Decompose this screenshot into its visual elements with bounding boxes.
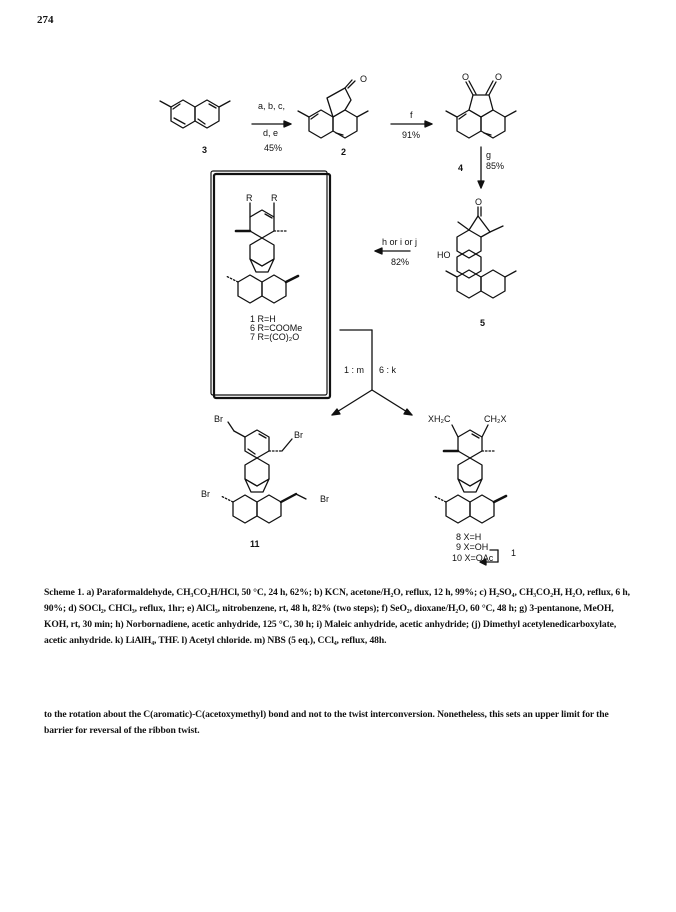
atom-br-2: Br bbox=[294, 430, 303, 440]
scheme-drawing bbox=[159, 79, 517, 566]
yield-step4: 82% bbox=[391, 257, 410, 267]
legend-box-frame bbox=[210, 170, 328, 396]
legend-box-line-3: 7 R=(CO)₂O bbox=[250, 332, 300, 342]
atom-o-4a: O bbox=[462, 72, 470, 82]
atom-br-3: Br bbox=[201, 489, 210, 499]
branch-label-left: 1 : m bbox=[344, 365, 365, 375]
caption-text: a) Paraformaldehyde, CH₃CO₂H/HCl, 50 °C,… bbox=[44, 587, 630, 646]
yield-step3: 85% bbox=[486, 161, 505, 171]
reagents-step1-bottom: d, e bbox=[263, 128, 279, 138]
bracket-arrow bbox=[479, 549, 499, 566]
page-number: 274 bbox=[37, 14, 54, 26]
structure-11 bbox=[220, 421, 307, 524]
branch-label-right: 6 : k bbox=[379, 365, 397, 375]
atom-ch2x: CH₂X bbox=[484, 414, 507, 424]
compound-label-2: 2 bbox=[341, 147, 347, 157]
arrow-step3 bbox=[477, 146, 485, 189]
reagents-step1-top: a, b, c, bbox=[258, 101, 286, 111]
scheme-caption: Scheme 1. a) Paraformaldehyde, CH₃CO₂H/H… bbox=[44, 585, 634, 649]
compound-label-3: 3 bbox=[202, 145, 208, 155]
atom-br-4: Br bbox=[320, 494, 329, 504]
atom-o-2: O bbox=[360, 74, 368, 84]
arrow-step2 bbox=[390, 120, 433, 128]
structure-5 bbox=[445, 206, 517, 299]
structure-8 bbox=[433, 424, 508, 524]
reagent-step2: f bbox=[410, 110, 413, 120]
reagents-step4: h or i or j bbox=[382, 237, 418, 247]
body-paragraph: to the rotation about the C(aromatic)-C(… bbox=[44, 709, 609, 736]
compound-label-4: 4 bbox=[458, 163, 464, 173]
structure-2 bbox=[297, 79, 369, 139]
reaction-scheme: 3 2 4 5 11 O O O O HO R R Br Br Br Br XH… bbox=[159, 72, 517, 566]
atom-o-4b: O bbox=[495, 72, 503, 82]
yield-step2: 91% bbox=[402, 130, 421, 140]
structure-1 bbox=[225, 202, 300, 304]
arrow-step1 bbox=[251, 120, 292, 128]
atom-br-1: Br bbox=[214, 414, 223, 424]
structure-4 bbox=[445, 80, 517, 139]
legend-x-note: 1 bbox=[511, 548, 517, 558]
reagent-step3: g bbox=[486, 150, 492, 160]
legend-box-line-1: 1 R=H bbox=[250, 314, 276, 324]
arrow-step4 bbox=[374, 247, 411, 255]
legend-x-line-2: 9 X=OH bbox=[456, 542, 489, 552]
atom-xh2c: XH₂C bbox=[428, 414, 451, 424]
legend-x-line-1: 8 X=H bbox=[456, 532, 482, 542]
yield-step1: 45% bbox=[264, 143, 283, 153]
branch-arrows bbox=[331, 329, 413, 416]
atom-ho-5: HO bbox=[437, 250, 451, 260]
compound-label-5: 5 bbox=[480, 318, 486, 328]
atom-o-5: O bbox=[475, 197, 483, 207]
legend-box-line-2: 6 R=COOMe bbox=[250, 323, 303, 333]
compound-label-11: 11 bbox=[250, 539, 260, 549]
structure-3 bbox=[159, 99, 231, 129]
legend-x-line-3: 10 X=OAc bbox=[452, 553, 494, 563]
atom-r-left: R bbox=[246, 193, 253, 203]
atom-r-right: R bbox=[271, 193, 278, 203]
caption-label: Scheme 1. bbox=[44, 587, 85, 598]
